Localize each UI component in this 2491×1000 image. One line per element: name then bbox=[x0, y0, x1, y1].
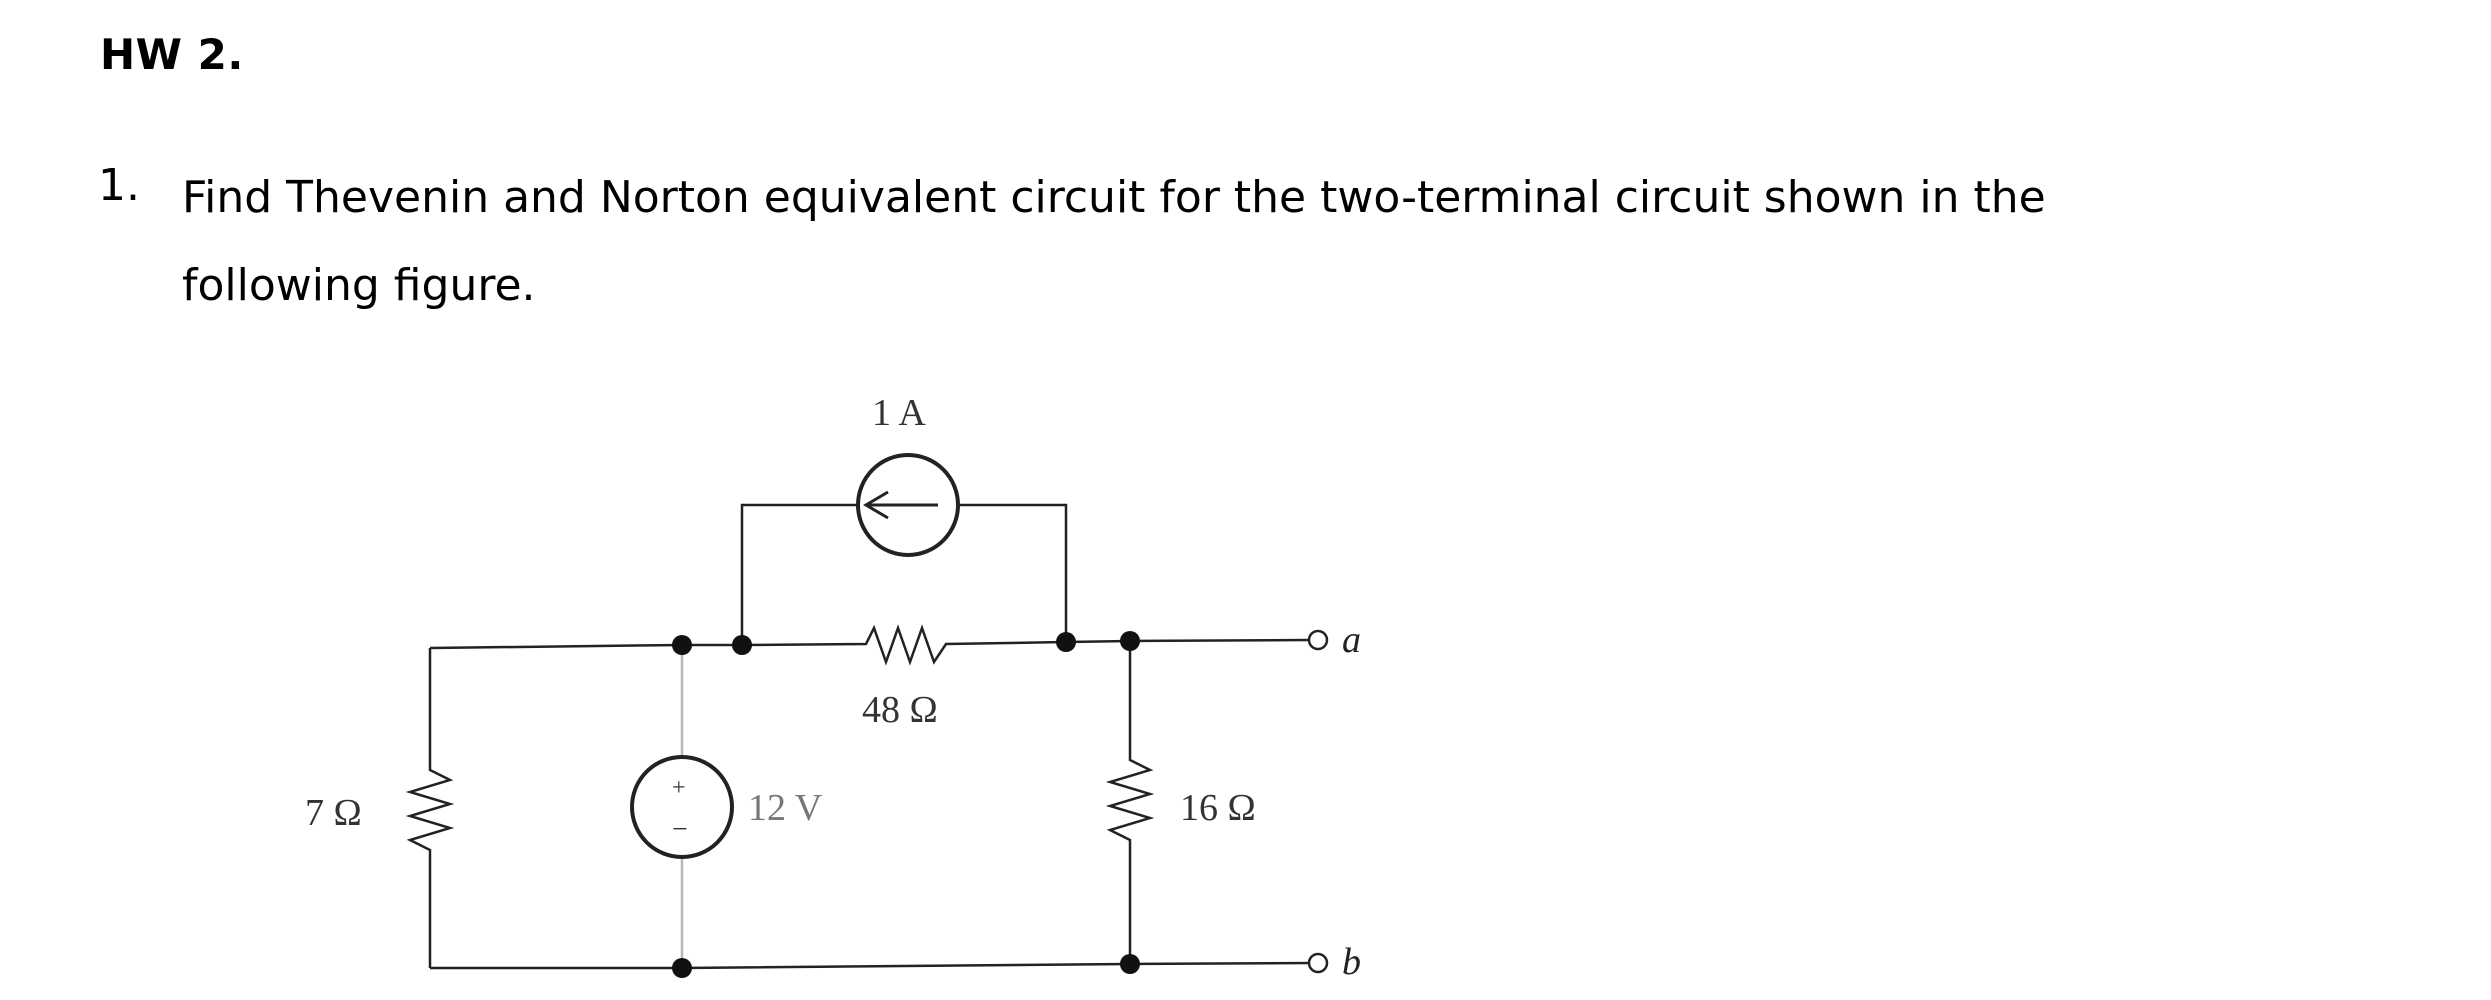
voltage-source-plus: + bbox=[672, 775, 686, 801]
problem-number: 1. bbox=[98, 160, 140, 211]
terminal-b-label: b bbox=[1342, 941, 1361, 983]
top-wire-right bbox=[1065, 638, 1311, 644]
resistor-7-wire bbox=[405, 648, 455, 968]
resistor-48-wire bbox=[741, 624, 1067, 666]
bottom-wire bbox=[430, 961, 1311, 970]
problem-statement-line-1: Find Thevenin and Norton equivalent circ… bbox=[182, 172, 2046, 223]
current-source-arrow-icon bbox=[863, 490, 938, 520]
homework-heading: HW 2. bbox=[100, 30, 244, 79]
current-source bbox=[856, 453, 960, 557]
node-dot bbox=[1056, 632, 1076, 652]
node-dot bbox=[732, 635, 752, 655]
problem-statement: Find Thevenin and Norton equivalent circ… bbox=[182, 154, 2082, 330]
node-dot bbox=[672, 958, 692, 978]
terminal-a-label: a bbox=[1342, 619, 1361, 661]
resistor-16-wire bbox=[1105, 641, 1155, 964]
terminal-b-icon bbox=[1307, 952, 1329, 974]
resistor-16-label: 16 Ω bbox=[1180, 787, 1256, 829]
voltage-source-label: 12 V bbox=[748, 787, 823, 829]
top-wire-left bbox=[429, 643, 742, 650]
node-dot bbox=[672, 635, 692, 655]
voltage-source bbox=[630, 755, 734, 859]
voltage-source-minus: − bbox=[672, 814, 688, 845]
terminal-a-icon bbox=[1307, 629, 1329, 651]
current-source-label: 1 A bbox=[872, 392, 926, 434]
resistor-7-label: 7 Ω bbox=[305, 792, 362, 834]
node-dot bbox=[1120, 631, 1140, 651]
node-dot bbox=[1120, 954, 1140, 974]
current-source-bridge-wire bbox=[740, 503, 1068, 645]
resistor-48-label: 48 Ω bbox=[862, 689, 938, 731]
problem-statement-line-2: following figure. bbox=[182, 260, 536, 311]
